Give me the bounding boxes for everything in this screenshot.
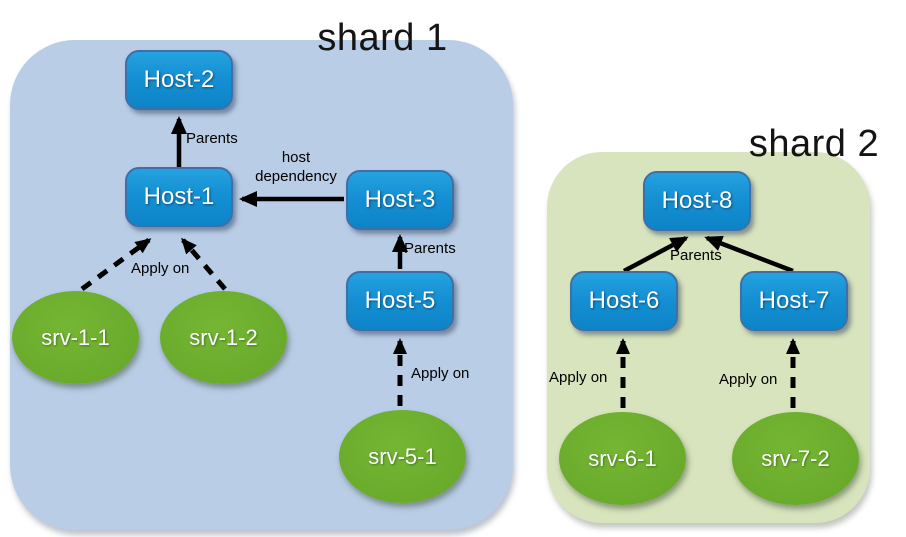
edge-label-apply-on-srv6: Apply on (549, 369, 608, 386)
shard1-title: shard 1 (317, 17, 448, 59)
edge-label-parents-host5-host3: Parents (404, 240, 456, 257)
service-node-srv-7-2: srv-7-2 (732, 412, 859, 505)
host-node-host-3: Host-3 (346, 170, 454, 230)
edge-label-apply-on-srv5: Apply on (411, 365, 470, 382)
service-node-srv-1-2: srv-1-2 (160, 291, 287, 384)
edge-label-apply-on-srv1: Apply on (131, 260, 190, 277)
host-node-host-2: Host-2 (125, 50, 233, 110)
shard2-title: shard 2 (748, 123, 880, 165)
edge-label-host-dependency: host dependency (255, 149, 337, 185)
edge-label-apply-on-srv7: Apply on (719, 371, 778, 388)
service-node-srv-1-1: srv-1-1 (12, 291, 139, 384)
edge-label-parents-host67-host8: Parents (670, 247, 722, 264)
host-node-host-5: Host-5 (346, 271, 454, 331)
host-node-host-1: Host-1 (125, 167, 233, 227)
host-node-host-7: Host-7 (740, 271, 848, 331)
edge-label-parents-host1-host2: Parents (186, 130, 238, 147)
service-node-srv-6-1: srv-6-1 (559, 412, 686, 505)
host-node-host-6: Host-6 (570, 271, 678, 331)
host-node-host-8: Host-8 (643, 171, 751, 231)
service-node-srv-5-1: srv-5-1 (339, 410, 466, 503)
